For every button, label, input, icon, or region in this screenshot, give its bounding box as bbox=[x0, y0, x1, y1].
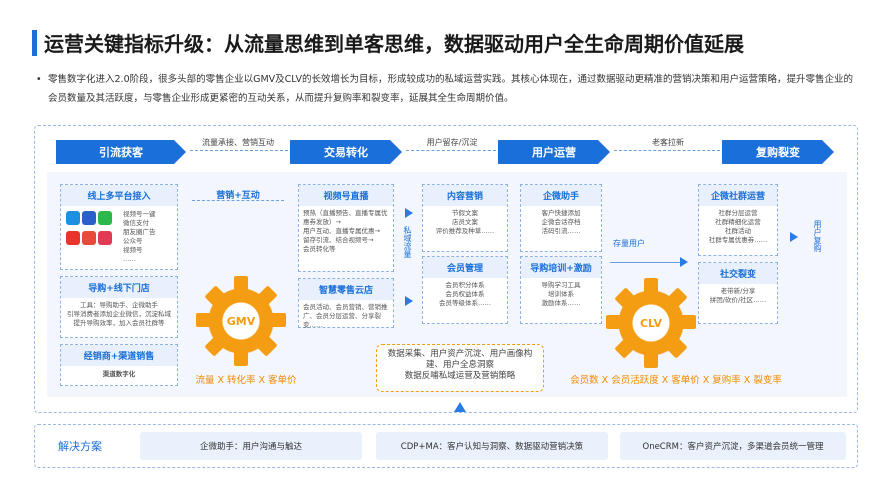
stock-users-connector bbox=[610, 262, 682, 263]
stage-acquisition: 引流获客 bbox=[56, 140, 186, 164]
community-ops-note: 社群分层运营 社群精细化运营 社群活动 社群专属优惠券…… bbox=[708, 209, 768, 244]
stage-conversion: 交易转化 bbox=[290, 140, 402, 164]
arrow-right-icon bbox=[680, 257, 688, 267]
wecom-assistant-note: 客户快捷添加 企微会话存档 活码引流…… bbox=[541, 209, 581, 235]
stage-connector-2 bbox=[406, 150, 496, 151]
qq-icon bbox=[66, 211, 80, 225]
content-marketing-heading: 内容营销 bbox=[423, 185, 507, 206]
wecom-assistant-box: 企微助手 客户快捷添加 企微会话存档 活码引流…… bbox=[520, 184, 602, 252]
page-title: 运营关键指标升级：从流量思维到单客思维，数据驱动用户全生命周期价值延展 bbox=[44, 32, 744, 56]
arrow-up-icon bbox=[454, 402, 466, 412]
marketing-interaction-label: 营销+互动 bbox=[216, 191, 260, 201]
solution-onecrm: OneCRM：客户资产沉淀，多渠道会员统一管理 bbox=[620, 432, 846, 460]
clv-formula: 会员数 X 会员活跃度 X 客单价 X 复购率 X 裂变率 bbox=[570, 375, 782, 386]
offline-store-box: 导购+线下门店 工具：导购助手、企微助手 引导消费者添加企业微信，沉淀私域 提升… bbox=[60, 276, 178, 338]
data-center-box: 数据采集、用户资产沉淀、用户画像构建、用户全息洞察 数据反哺私域运营及营销策略 bbox=[376, 344, 544, 392]
dealer-heading: 经销商+渠道销售 bbox=[61, 345, 177, 366]
live-stream-box: 视频号直播 预热（直播预告、直播专属优惠券发放）→ 用户互动、直播专属优惠→ 留… bbox=[298, 184, 394, 272]
arrow-right-icon bbox=[405, 208, 413, 218]
clv-gear: CLV bbox=[606, 278, 696, 368]
intro-paragraph: 零售数字化进入2.0阶段，很多头部的零售企业以GMV及CLV的长效增长为目标，形… bbox=[36, 70, 856, 108]
repurchase-label: 用户复购 bbox=[813, 220, 822, 252]
solutions-label: 解决方案 bbox=[58, 440, 102, 453]
stage-connector-3 bbox=[614, 150, 720, 151]
xiaohongshu-icon bbox=[82, 231, 96, 245]
solution-wecom: 企微助手：用户沟通与触达 bbox=[140, 432, 362, 460]
clv-label: CLV bbox=[639, 316, 663, 330]
solution-cdp-ma: CDP+MA：客户认知与洞察、数据驱动营销决策 bbox=[376, 432, 608, 460]
platform-icons bbox=[65, 210, 123, 264]
community-ops-box: 企微社群运营 社群分层运营 社群精细化运营 社群活动 社群专属优惠券…… bbox=[698, 184, 778, 256]
smart-store-box: 智慧零售云店 会员活动、会员营销、营销推广、会员分层运营、分享裂变…… bbox=[298, 278, 394, 329]
stage-note-3: 老客拉新 bbox=[652, 138, 684, 147]
stage-repurchase: 复购裂变 bbox=[722, 140, 834, 164]
stage-note-2: 用户留存/沉淀 bbox=[426, 138, 478, 147]
smart-store-note: 会员活动、会员营销、营销推广、会员分层运营、分享裂变…… bbox=[303, 303, 388, 329]
diagram-frame bbox=[34, 125, 858, 413]
stage-connector-1 bbox=[190, 150, 288, 151]
store-app-icon bbox=[98, 231, 112, 245]
dealer-box: 经销商+渠道销售 渠道数字化 bbox=[60, 344, 178, 386]
social-fission-heading: 社交裂变 bbox=[699, 263, 777, 284]
title-accent-bar bbox=[32, 30, 37, 56]
wechat-icon bbox=[98, 211, 112, 225]
member-management-note: 会员积分体系 会员权益体系 会员等级体系…… bbox=[439, 281, 491, 307]
stock-users-label: 存量用户 bbox=[613, 239, 645, 248]
gmv-gear: GMV bbox=[196, 276, 286, 366]
online-platform-box: 线上多平台接入 视频号一键 微信支付 朋友圈广告 公众号 视频号 …… bbox=[60, 184, 178, 270]
live-stream-heading: 视频号直播 bbox=[299, 185, 393, 206]
social-fission-note: 老带新/分享 拼团/砍价/社区…… bbox=[709, 287, 767, 304]
wecom-assistant-heading: 企微助手 bbox=[521, 185, 601, 206]
baidu-icon bbox=[82, 211, 96, 225]
online-platform-heading: 线上多平台接入 bbox=[61, 185, 177, 206]
content-marketing-box: 内容营销 节假文案 店员文案 评价推荐及种草…… bbox=[422, 184, 508, 252]
content-marketing-note: 节假文案 店员文案 评价推荐及种草…… bbox=[435, 209, 495, 235]
offline-store-note: 工具：导购助手、企微助手 引导消费者添加企业微信，沉淀私域 提升导购效率，加入会… bbox=[67, 301, 171, 327]
community-ops-heading: 企微社群运营 bbox=[699, 185, 777, 206]
arrow-right-icon bbox=[790, 232, 798, 242]
member-management-heading: 会员管理 bbox=[423, 257, 507, 278]
social-fission-box: 社交裂变 老带新/分享 拼团/砍价/社区…… bbox=[698, 262, 778, 324]
stage-operation: 用户运营 bbox=[498, 140, 610, 164]
offline-store-heading: 导购+线下门店 bbox=[61, 277, 177, 298]
online-platform-note: 视频号一键 微信支付 朋友圈广告 公众号 视频号 …… bbox=[123, 210, 156, 263]
guide-training-heading: 导购培训+激励 bbox=[521, 257, 601, 278]
gmv-label: GMV bbox=[226, 314, 256, 328]
guide-training-box: 导购培训+激励 导购学习工具 培训体系 激励体系…… bbox=[520, 256, 602, 324]
marketing-connector bbox=[192, 200, 284, 201]
dealer-note: 渠道数字化 bbox=[102, 370, 136, 378]
stage-note-1: 流量承接、营销互动 bbox=[202, 138, 274, 147]
alipay-icon bbox=[66, 231, 80, 245]
solutions-frame bbox=[34, 424, 858, 468]
arrow-right-icon bbox=[405, 296, 413, 306]
private-traffic-label: 私域流量 bbox=[403, 226, 412, 258]
smart-store-heading: 智慧零售云店 bbox=[299, 279, 393, 300]
live-stream-note: 预热（直播预告、直播专属优惠券发放）→ 用户互动、直播专属优惠→ 留存引流、结合… bbox=[303, 209, 388, 253]
gmv-formula: 流量 X 转化率 X 客单价 bbox=[195, 375, 297, 386]
guide-training-note: 导购学习工具 培训体系 激励体系…… bbox=[541, 281, 581, 307]
member-management-box: 会员管理 会员积分体系 会员权益体系 会员等级体系…… bbox=[422, 256, 508, 324]
